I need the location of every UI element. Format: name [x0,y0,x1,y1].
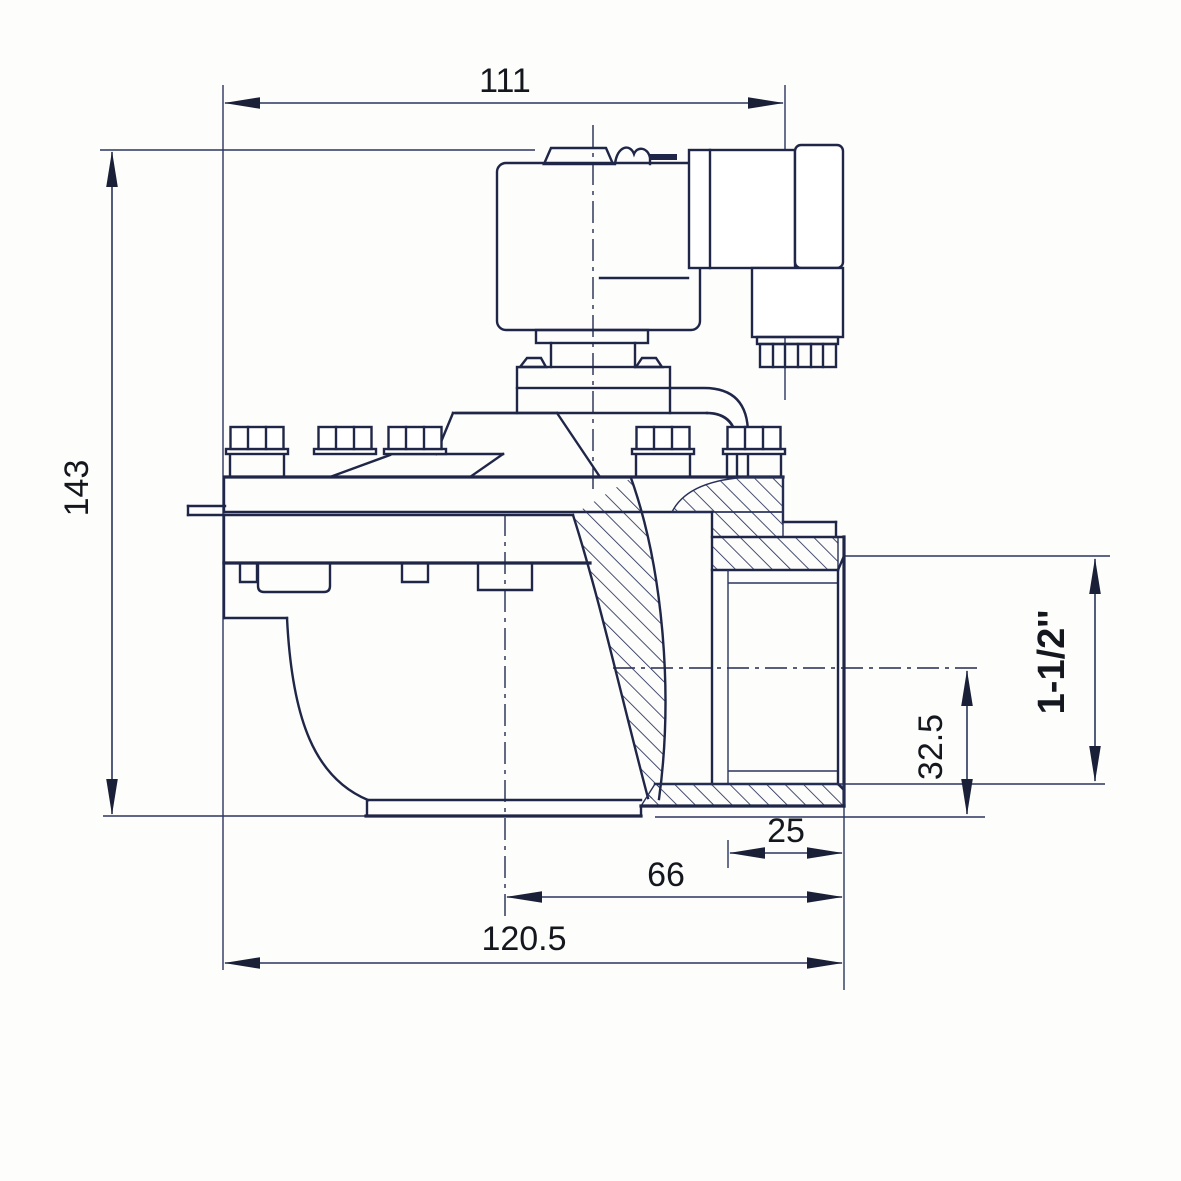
dim-label-overall-height: 143 [58,460,96,517]
bonnet-bolt [312,425,378,456]
body-flange [222,513,592,594]
connector-stem [750,266,845,339]
bonnet-bolts [224,425,787,479]
port-bottom-wall-section [639,783,845,807]
dim-label-port-axis-height: 32.5 [912,714,950,780]
bonnet-bolt [630,425,696,479]
dim-label-overall-width-top: 111 [479,62,531,100]
dim-label-thread-boss: 25 [767,812,805,850]
cable-gland-ribs [758,342,838,369]
armature-assembly [454,328,709,415]
dim-label-overall-width-bottom: 120.5 [481,920,566,958]
bowl-wall-section [571,476,667,801]
center-lines [504,125,977,917]
connector-body [687,148,797,270]
valve-body-bowl [222,561,643,818]
diaphragm-edge [186,504,575,517]
coil-base-plate [534,328,650,345]
dim-label-port-thread: 1-1/2'' [1031,610,1073,715]
coil-wire-clip [613,146,652,166]
dim-label-center-to-face: 66 [647,856,685,894]
coil-top-nut [542,146,615,166]
bonnet-bolt [224,425,290,479]
bonnet-bolt [721,425,787,479]
cover-section-cut [670,476,784,513]
tube-locknut [515,365,672,390]
connector-screw-cap [793,143,845,270]
bonnet-bolt [382,425,448,456]
solenoid-coil [495,146,702,332]
outlet-port [639,476,846,808]
dimensions: 111 143 1-1/2'' 32.5 25 66 120.5 [58,62,1101,969]
din-connector [687,143,845,369]
